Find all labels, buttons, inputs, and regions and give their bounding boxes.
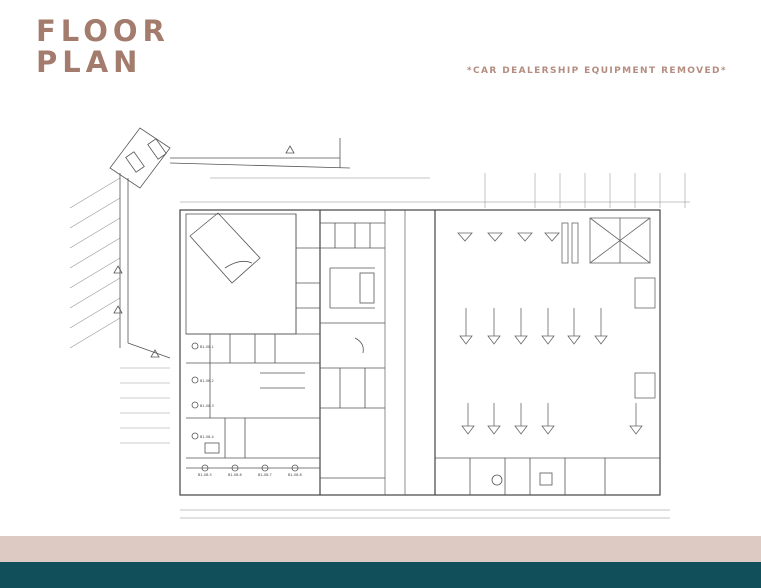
unit-tag: B1-08.7 xyxy=(258,473,272,477)
unit-tag: B1-08.1 xyxy=(200,345,214,349)
unit-tag: B1-08.2 xyxy=(200,379,214,383)
unit-tag: B1-08.4 xyxy=(200,435,214,439)
footer-band-light xyxy=(0,536,761,562)
floor-plan-svg: B1-08.1 B1-08.2 B1-08.3 B1-08.4 B1-08.5 … xyxy=(69,127,690,519)
column-grid xyxy=(180,173,690,519)
office-rooms xyxy=(186,333,320,469)
floor-plan-drawing: B1-08.1 B1-08.2 B1-08.3 B1-08.4 B1-08.5 … xyxy=(60,118,700,528)
unit-tag: B1-08.3 xyxy=(200,404,214,408)
page-title-line2: PLAN xyxy=(36,45,143,79)
unit-tag-markers xyxy=(113,145,299,472)
service-bays xyxy=(457,217,656,435)
page-title-line1: FLOOR xyxy=(36,14,170,48)
service-bottom-rooms xyxy=(435,457,660,495)
footer-band-dark xyxy=(0,562,761,588)
parking-lines xyxy=(69,177,170,444)
equipment-note: *CAR DEALERSHIP EQUIPMENT REMOVED* xyxy=(466,66,727,76)
unit-tag: B1-08.8 xyxy=(288,473,302,477)
showroom xyxy=(185,212,320,335)
service-rooms xyxy=(320,222,385,479)
angled-entry xyxy=(109,127,351,359)
building-outline xyxy=(179,209,661,496)
unit-tag: B1-08.5 xyxy=(198,473,212,477)
unit-tag-labels: B1-08.1 B1-08.2 B1-08.3 B1-08.4 B1-08.5 … xyxy=(198,345,302,477)
page-title: FLOOR PLAN xyxy=(36,16,170,78)
unit-tag: B1-08.6 xyxy=(228,473,242,477)
